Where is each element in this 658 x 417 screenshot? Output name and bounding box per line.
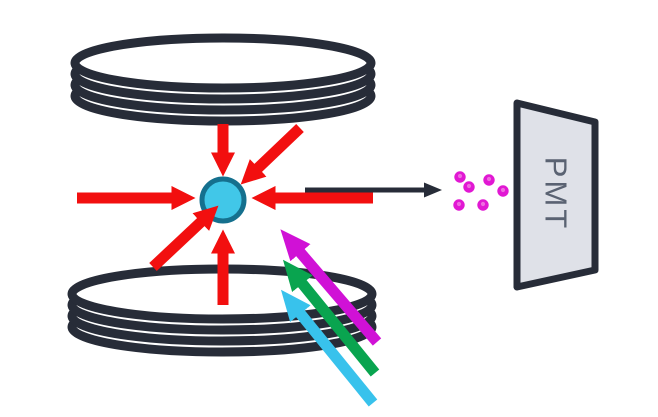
photon-dot — [453, 199, 465, 211]
photon-dot — [477, 199, 489, 211]
pmt-detector: PMT — [513, 99, 599, 291]
photon-inner — [457, 173, 463, 179]
laser-arrow-bottom-left — [149, 205, 219, 272]
laser-arrows — [77, 124, 373, 305]
laser-arrow-top-right — [240, 124, 304, 185]
beam-arrow-green — [282, 259, 380, 377]
photon-dot — [454, 171, 466, 183]
photon-inner — [466, 183, 472, 189]
beam-arrow-cyan — [280, 289, 378, 407]
coil-turn — [70, 33, 376, 93]
photon-dot — [463, 181, 475, 193]
pmt-body — [513, 99, 599, 291]
ion-cloud — [199, 176, 247, 224]
pmt-label: PMT — [539, 157, 574, 231]
top-coil — [70, 33, 376, 126]
photon-dot — [497, 185, 509, 197]
photon-dot — [483, 174, 495, 186]
photon-inner — [480, 201, 486, 207]
photon-inner — [500, 187, 506, 193]
photon-dots — [453, 171, 509, 211]
photon-inner — [456, 201, 462, 207]
photon-inner — [486, 176, 492, 182]
